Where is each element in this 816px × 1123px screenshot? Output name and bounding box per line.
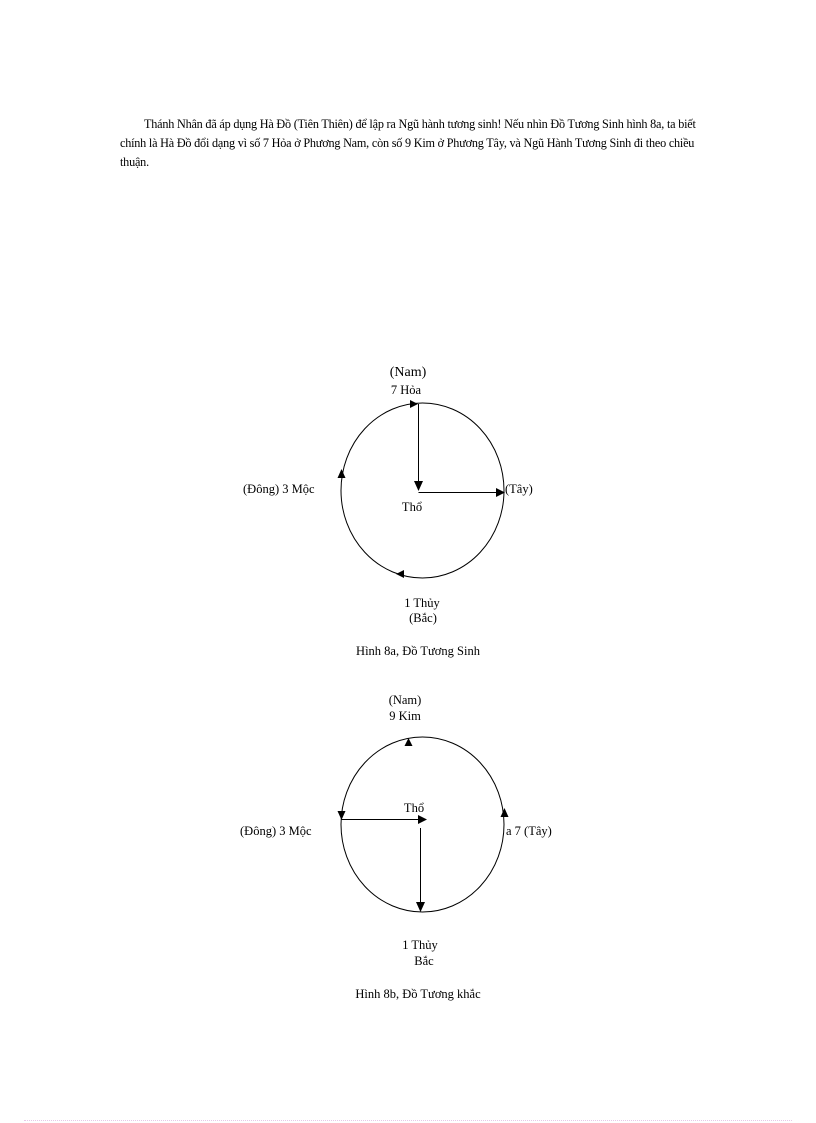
page-bottom-divider: [24, 1120, 792, 1121]
fig8a-bottom-element: 1 Thủy: [404, 596, 440, 610]
fig8b-center-label: Thổ: [403, 801, 425, 815]
fig8a-bottom-direction: (Bắc): [409, 611, 437, 625]
fig8a-top-direction: (Nam): [389, 365, 427, 380]
arrow-top-icon: [410, 400, 418, 408]
fig8a-left-label: (Đông) 3 Mộc: [243, 482, 315, 496]
figure-8a-circle: [340, 402, 505, 579]
arrow-top-icon: [404, 738, 413, 746]
arrow-left-icon: [337, 469, 346, 478]
fig8b-caption: Hình 8b, Đồ Tương khắc: [355, 987, 481, 1001]
arrow-right-up-icon: [500, 808, 509, 817]
fig8b-bottom-direction: Bắc: [414, 954, 434, 968]
fig8b-top-direction: (Nam): [388, 693, 422, 707]
arrow-down-to-north-icon: [416, 902, 425, 912]
fig8b-bottom-element: 1 Thủy: [402, 938, 438, 952]
figure-8b-circle: [340, 736, 505, 913]
fig8a-top-element: 7 Hỏa: [390, 383, 422, 397]
intro-paragraph: Thánh Nhân đã áp dụng Hà Đồ (Tiên Thiên)…: [120, 117, 696, 170]
fig8b-left-label: (Đông) 3 Mộc: [240, 824, 312, 838]
arrow-right-to-west-icon: [496, 488, 505, 497]
fig8b-top-element: 9 Kim: [389, 709, 421, 723]
arrow-center-right-icon: [418, 815, 427, 824]
fig8a-center-label: Thổ: [401, 500, 423, 514]
fig8a-caption: Hình 8a, Đồ Tương Sinh: [356, 644, 480, 658]
arrow-left-down-icon: [337, 811, 346, 820]
fig8b-right-label: a 7 (Tây): [506, 824, 552, 838]
fig8a-right-label: (Tây): [505, 482, 533, 496]
arrow-bottom-icon: [396, 570, 404, 578]
arrow-down-to-center-icon: [414, 481, 423, 491]
